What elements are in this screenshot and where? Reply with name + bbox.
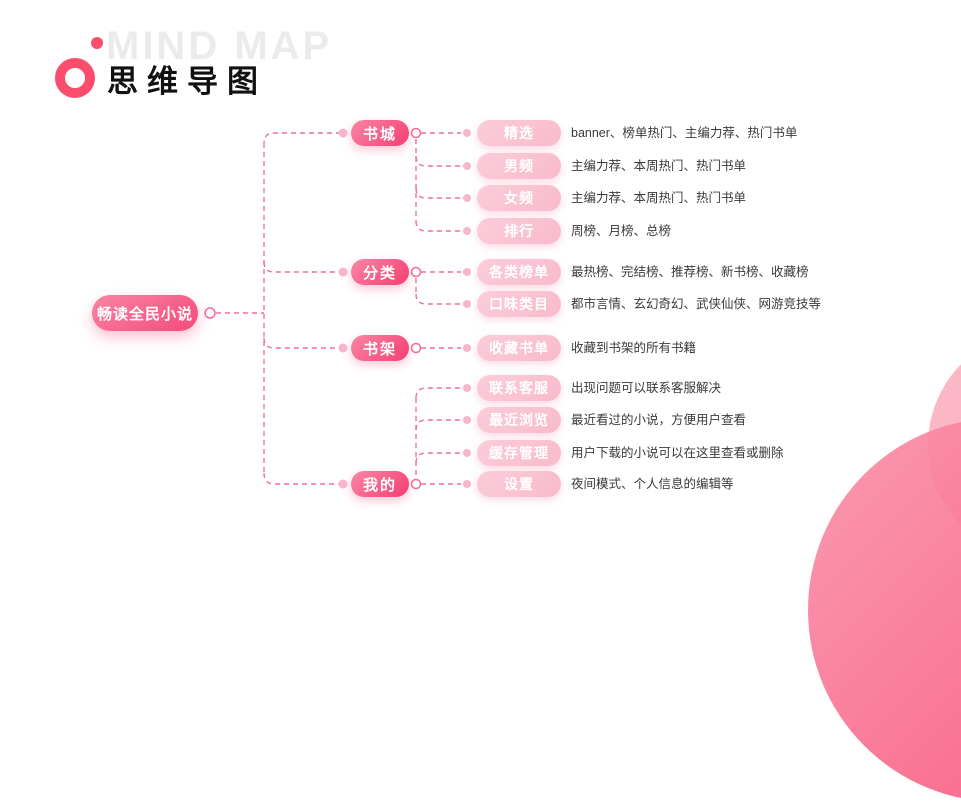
title-english: MIND MAP [106, 24, 333, 68]
connector-lines [204, 127, 471, 490]
desc-genres: 都市言情、玄幻奇幻、武侠仙侠、网游竞技等 [571, 297, 822, 311]
desc-settings: 夜间模式、个人信息的编辑等 [571, 477, 734, 491]
child-node-male: 男频 [477, 153, 561, 179]
branch-node-mine: 我的 [351, 471, 409, 497]
child-node-service: 联系客服 [477, 375, 561, 401]
child-node-ranking: 排行 [477, 218, 561, 244]
desc-recent: 最近看过的小说，方便用户查看 [571, 413, 747, 427]
branch-node-category: 分类 [351, 259, 409, 285]
desc-ranking: 周榜、月榜、总榜 [571, 224, 672, 238]
root-node: 畅读全民小说 [92, 295, 198, 331]
desc-featured: banner、榜单热门、主编力荐、热门书单 [571, 126, 798, 140]
branch-node-shelf: 书架 [351, 335, 409, 361]
child-node-lists: 各类榜单 [477, 259, 561, 285]
desc-collection: 收藏到书架的所有书籍 [571, 341, 697, 355]
desc-cache: 用户下载的小说可以在这里查看或删除 [571, 446, 784, 460]
logo-ring-icon [55, 58, 95, 98]
child-node-settings: 设置 [477, 471, 561, 497]
child-node-featured: 精选 [477, 120, 561, 146]
desc-female: 主编力荐、本周热门、热门书单 [571, 191, 747, 205]
child-node-collection: 收藏书单 [477, 335, 561, 361]
child-node-recent: 最近浏览 [477, 407, 561, 433]
page-title: 思维导图 [107, 64, 267, 99]
desc-male: 主编力荐、本周热门、热门书单 [571, 159, 747, 173]
desc-lists: 最热榜、完结榜、推荐榜、新书榜、收藏榜 [571, 265, 809, 279]
logo-dot-icon [91, 37, 103, 49]
branch-node-bookcity: 书城 [351, 120, 409, 146]
child-node-cache: 缓存管理 [477, 440, 561, 466]
child-node-genres: 口味类目 [477, 291, 561, 317]
desc-service: 出现问题可以联系客服解决 [571, 381, 722, 395]
child-node-female: 女频 [477, 185, 561, 211]
